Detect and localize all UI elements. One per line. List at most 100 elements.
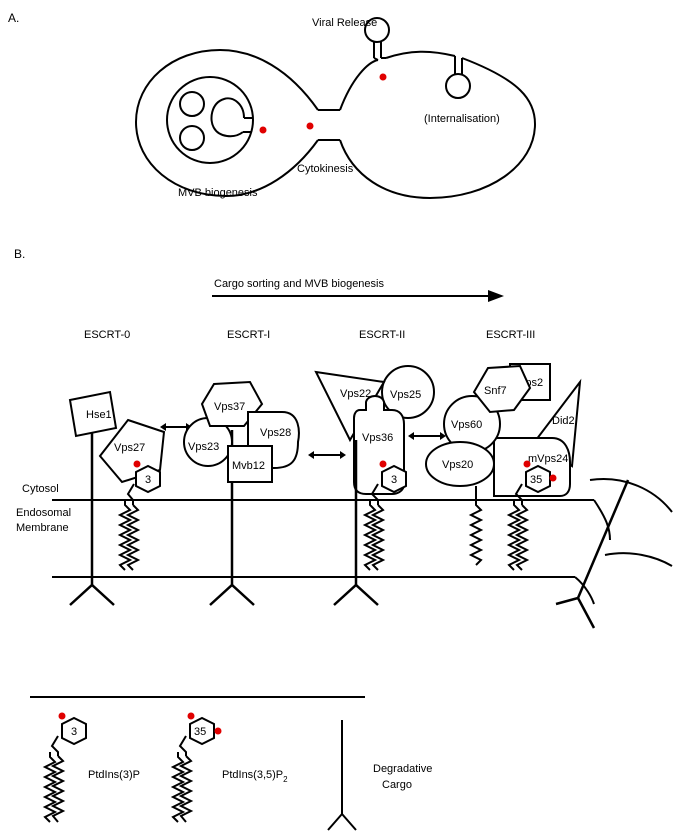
hse1-shape <box>68 390 118 438</box>
snf7-shape <box>472 364 532 414</box>
internalised-cargo-fork <box>555 596 596 629</box>
viral-neck-base-left <box>373 57 379 61</box>
acyl-chain-escrt3b <box>514 504 530 571</box>
vps22-label: Vps22 <box>340 388 371 400</box>
acyl-chain-escrt2b <box>370 504 386 571</box>
intern-vesicle <box>445 73 471 99</box>
arrowhead-2-3-right <box>440 432 446 440</box>
escrt0-heading: ESCRT-0 <box>84 329 130 341</box>
legend-pi3p-linker <box>50 735 59 756</box>
escrt-marker-viral <box>379 73 387 81</box>
internalisation-vesicle <box>445 56 471 99</box>
escrt-marker-cytokinesis <box>306 122 314 130</box>
legend-pi3p-glyph: 3 <box>71 726 77 738</box>
legend-pi3p-phosphate <box>58 712 66 720</box>
right-cell-lower <box>339 57 537 200</box>
mvb12-label: Mvb12 <box>232 460 265 472</box>
vesicle-curve-2 <box>604 552 673 567</box>
escrt3-complex: Vps2 Did2 mVps24 Vps60 Snf7 Vps20 35 <box>425 363 582 571</box>
cargo-sorting-label: Cargo sorting and MVB biogenesis <box>214 278 384 290</box>
legend-cargo-line1: Degradative <box>373 763 432 775</box>
pi3p-ring-escrt0 <box>135 464 161 494</box>
viral-bud <box>364 17 390 81</box>
viral-release-label: Viral Release <box>312 17 377 29</box>
right-cell-upper-left <box>339 59 379 111</box>
arrowhead-0-1-left <box>160 423 166 431</box>
legend-cargo-line2: Cargo <box>382 779 412 791</box>
hse1-label: Hse1 <box>86 409 112 421</box>
membrane-label-line1: Endosomal <box>16 507 71 519</box>
acyl-chain-escrt0a <box>117 500 133 571</box>
cell-outline <box>134 48 537 200</box>
pi3p-ring-escrt2 <box>381 464 407 494</box>
vps37-label: Vps37 <box>214 401 245 413</box>
mvps24-label: mVps24 <box>528 453 568 465</box>
membrane-curve-bottom <box>574 576 595 605</box>
legend-pi35p2-linker <box>178 735 187 756</box>
membrane-label-line2: Membrane <box>16 522 69 534</box>
legend-pi35p2: 35 PtdIns(3,5)P2 <box>170 712 288 823</box>
legend-pi35p2-subscript: 2 <box>283 775 288 784</box>
legend-pi35p2-glyph: 35 <box>194 726 206 738</box>
phosphate-dot-escrt2 <box>379 460 387 468</box>
escrt2-heading: ESCRT-II <box>359 329 405 341</box>
escrt-marker-mvb <box>259 126 267 134</box>
vps36-label: Vps36 <box>362 432 393 444</box>
membrane-curve-top <box>593 499 611 541</box>
right-cell-top <box>385 50 456 59</box>
vps28-label: Vps28 <box>260 427 291 439</box>
escrt2-complex: Vps25 Vps22 Vps36 3 <box>314 365 435 606</box>
mvb <box>166 76 267 164</box>
vps25-label: Vps25 <box>390 389 421 401</box>
phosphate-dot-escrt3-5 <box>549 474 557 482</box>
legend-pi35p2-label: PtdIns(3,5)P2 <box>222 769 288 784</box>
vps27-label: Vps27 <box>114 442 145 454</box>
left-cell-outline <box>134 48 319 198</box>
cytosol-label: Cytosol <box>22 483 59 495</box>
progression-arrowhead <box>488 290 504 302</box>
phosphate-dot-escrt3-3 <box>523 460 531 468</box>
legend-pi3p: 3 PtdIns(3)P <box>42 712 140 823</box>
mvb-outline <box>166 76 254 164</box>
legend-pi3p-chain-b <box>50 755 66 823</box>
vps25-shape <box>381 365 435 419</box>
vps20-label: Vps20 <box>442 459 473 471</box>
vps23-label: Vps23 <box>188 441 219 453</box>
legend-pi3p-label: PtdIns(3)P <box>88 769 140 781</box>
vps60-label: Vps60 <box>451 419 482 431</box>
did2-label: Did2 <box>552 415 575 427</box>
internalisation-label: (Internalisation) <box>424 113 500 125</box>
panel-b-label: B. <box>14 247 25 261</box>
arrowhead-1-2-right <box>340 451 346 459</box>
acyl-chain-escrt2a <box>362 500 378 571</box>
snf7-label: Snf7 <box>484 385 507 397</box>
legend-pi35p2-text: PtdIns(3,5)P <box>222 769 283 781</box>
budding-vesicle <box>210 97 245 138</box>
cytokinesis-label: Cytokinesis <box>297 163 354 175</box>
endosomal-membrane <box>52 478 673 605</box>
pi3p-linker-escrt0 <box>126 483 135 505</box>
pi3p-glyph-escrt0: 3 <box>145 474 151 486</box>
acyl-chain-escrt0b <box>125 504 141 571</box>
cargo-fork-escrt0 <box>69 583 115 606</box>
escrt1-heading: ESCRT-I <box>227 329 270 341</box>
legend-pi35p2-phosphate-3 <box>187 712 195 720</box>
pi35p2-glyph-escrt3: 35 <box>530 474 542 486</box>
intraluminal-vesicle-1 <box>179 91 205 117</box>
pi35p2-linker-escrt3 <box>514 483 523 505</box>
pi3p-linker-escrt2 <box>370 483 379 505</box>
legend-cargo: Degradative Cargo <box>327 720 432 831</box>
legend-pi3p-ring <box>61 716 87 746</box>
legend-cargo-fork <box>327 812 357 831</box>
pi35p2-ring-escrt3 <box>525 464 551 494</box>
cargo-fork-escrt2 <box>333 583 379 606</box>
legend-pi35p2-chain-b <box>178 755 194 823</box>
myristoyl-chain-vps20 <box>468 500 484 566</box>
acyl-chain-escrt3a <box>506 500 522 571</box>
mvb12-shape <box>227 445 273 483</box>
escrt0-complex: Hse1 Vps27 3 <box>68 390 166 606</box>
vps20-shape <box>425 441 495 487</box>
panel-a-label: A. <box>8 11 19 25</box>
